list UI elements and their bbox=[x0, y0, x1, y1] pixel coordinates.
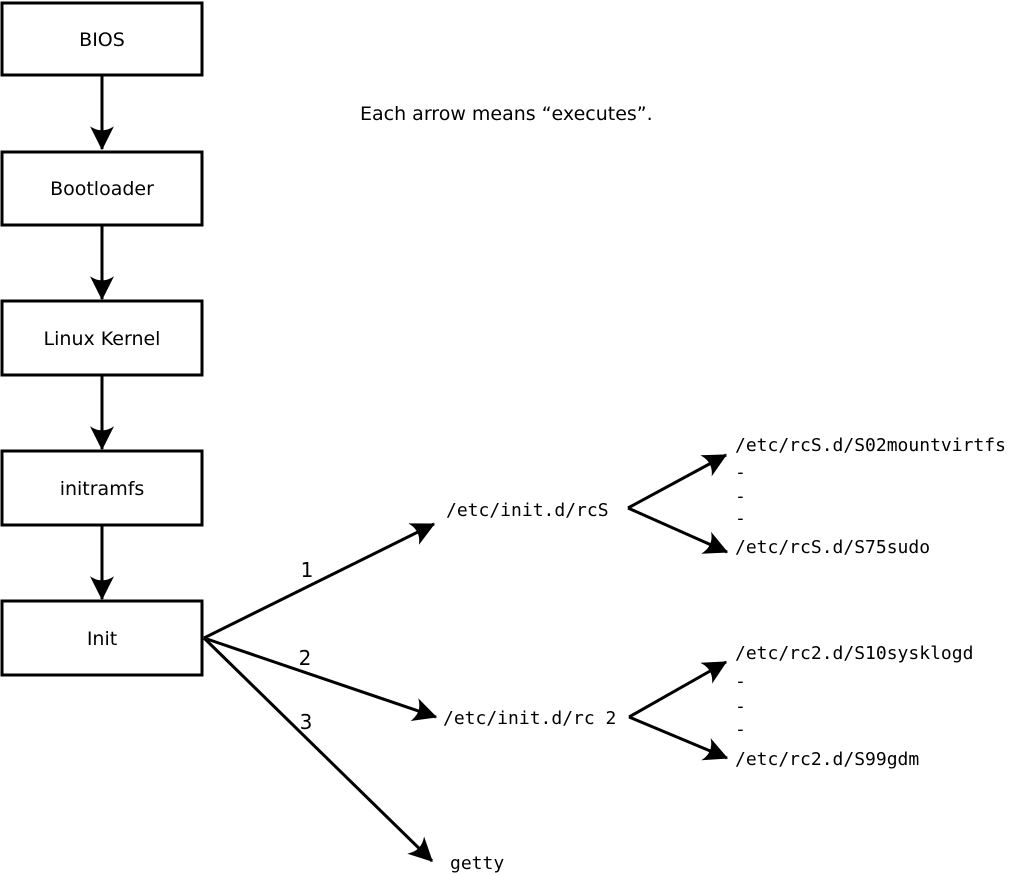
box-initramfs bbox=[0, 449, 204, 527]
arrow-rcs-to-first-script-icon bbox=[627, 453, 728, 510]
rcs-branch: /etc/rcS.d/S02mountvirtfs - - - /etc/rcS… bbox=[627, 435, 1006, 558]
box-init bbox=[0, 599, 204, 677]
box-initramfs-label: initramfs bbox=[60, 478, 145, 500]
rc2-ellipsis-dash: - bbox=[735, 671, 746, 692]
target-rcs-label: /etc/init.d/rcS bbox=[446, 500, 609, 521]
box-init-label: Init bbox=[87, 628, 117, 650]
arrow-order-1: 1 bbox=[301, 558, 314, 582]
arrow-rcs-to-last-script-icon bbox=[627, 506, 729, 554]
rcs-script-last: /etc/rcS.d/S75sudo bbox=[735, 537, 930, 558]
note-text: Each arrow means “executes”. bbox=[360, 103, 653, 125]
target-getty-label: getty bbox=[450, 853, 504, 874]
rc2-script-first: /etc/rc2.d/S10sysklogd bbox=[735, 643, 973, 664]
box-bios bbox=[0, 1, 204, 77]
arrow-order-3: 3 bbox=[300, 710, 313, 734]
arrow-rc2-to-first-script-icon bbox=[628, 660, 728, 719]
rc2-script-last: /etc/rc2.d/S99gdm bbox=[735, 749, 919, 770]
arrow-init-to-rc2-icon bbox=[203, 636, 438, 722]
box-linux-kernel bbox=[0, 299, 204, 377]
box-bootloader-label: Bootloader bbox=[50, 178, 154, 200]
rcs-script-first: /etc/rcS.d/S02mountvirtfs bbox=[735, 435, 1006, 456]
box-bios-label: BIOS bbox=[79, 29, 125, 51]
rc2-ellipsis-dash: - bbox=[735, 719, 746, 740]
rc2-branch: /etc/rc2.d/S10sysklogd - - - /etc/rc2.d/… bbox=[628, 643, 973, 770]
box-linux-kernel-label: Linux Kernel bbox=[44, 328, 161, 350]
rcs-ellipsis-dash: - bbox=[735, 462, 746, 483]
arrow-init-to-getty-icon bbox=[202, 636, 434, 863]
rc2-ellipsis-dash: - bbox=[735, 696, 746, 717]
rcs-ellipsis-dash: - bbox=[735, 486, 746, 507]
boot-chain: BIOS Bootloader Linux Kernel initramfs I… bbox=[0, 1, 204, 677]
init-fanout: 1 2 3 /etc/init.d/rcS /etc/init.d/rc 2 g… bbox=[202, 500, 616, 874]
arrow-order-2: 2 bbox=[299, 646, 312, 670]
arrow-init-to-rcs-icon bbox=[203, 522, 436, 640]
arrow-rc2-to-last-script-icon bbox=[628, 715, 729, 761]
target-rc2-label: /etc/init.d/rc 2 bbox=[443, 708, 616, 729]
rcs-ellipsis-dash: - bbox=[735, 508, 746, 529]
